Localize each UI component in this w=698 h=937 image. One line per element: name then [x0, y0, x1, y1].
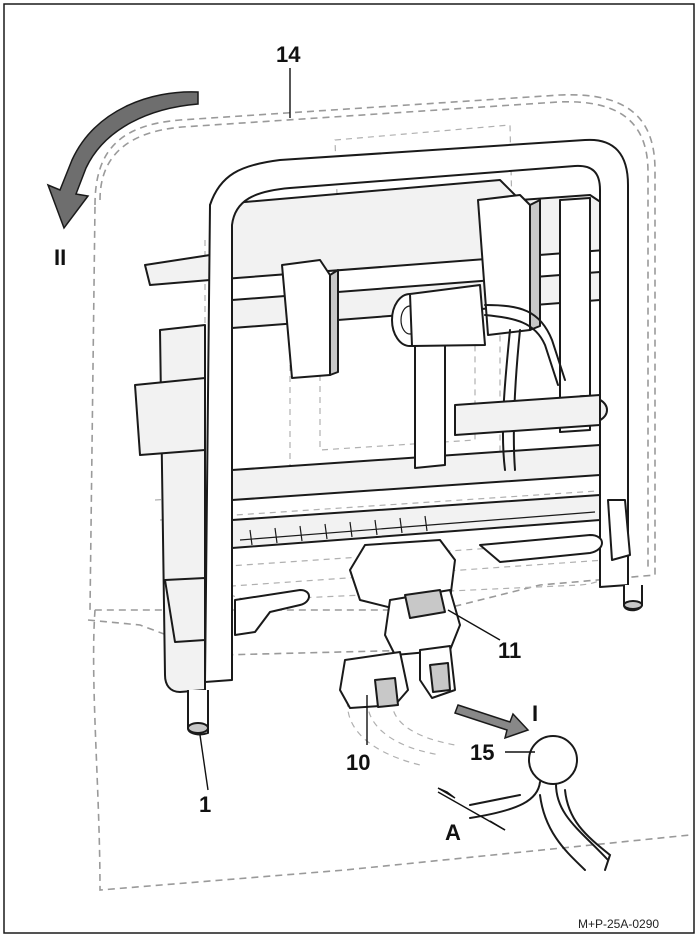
headrest-cushion-outline — [87, 94, 691, 891]
callout-1: 1 — [199, 792, 211, 817]
callout-ii: II — [54, 245, 66, 270]
callout-11: 11 — [498, 638, 521, 663]
guide-rails — [281, 194, 591, 469]
rotation-direction-arrow — [46, 91, 199, 230]
callout-10: 10 — [346, 750, 370, 775]
figure-frame — [3, 3, 695, 934]
callout-a: A — [445, 820, 461, 845]
dimension-a — [437, 787, 506, 831]
leader-lines — [199, 68, 535, 791]
callout-15: 15 — [470, 740, 494, 765]
release-levers — [164, 499, 631, 643]
figure-reference-code: M+P-25A-0290 — [578, 917, 659, 931]
callout-14: 14 — [276, 42, 301, 67]
mounting-posts — [187, 585, 643, 736]
release-direction-arrow — [454, 704, 530, 740]
actuator-assembly — [391, 284, 608, 471]
callout-i: I — [532, 701, 538, 726]
ball-joint — [469, 735, 612, 871]
latch-mechanism — [339, 539, 461, 709]
